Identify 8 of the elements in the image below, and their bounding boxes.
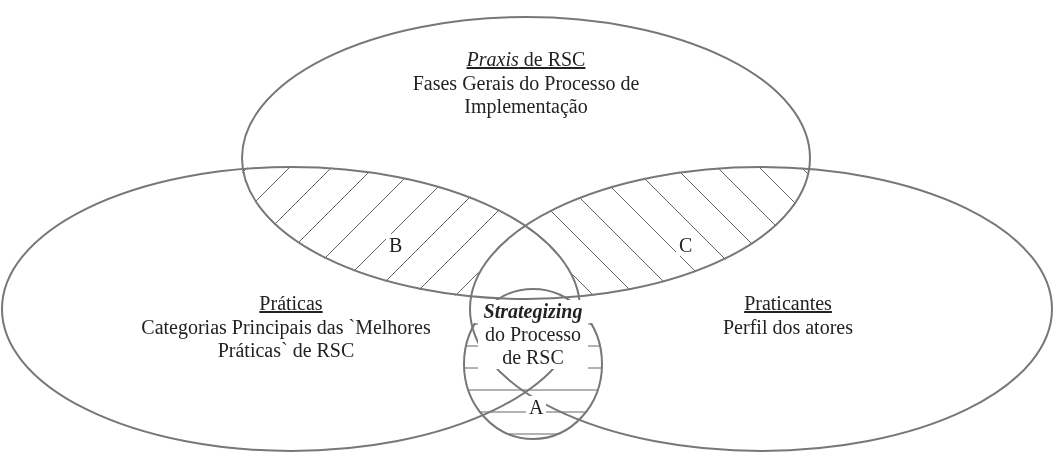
body-text: Categorias Principais das `Melhores Práticas` de RSC bbox=[140, 316, 432, 362]
heading-text: Praxis de RSC bbox=[465, 48, 587, 71]
heading-text: Strategizing bbox=[474, 300, 592, 323]
heading-text: Práticas bbox=[258, 292, 324, 315]
body-text: do Processo de RSC bbox=[478, 323, 588, 369]
heading-text: Praticantes bbox=[743, 292, 833, 315]
body-text: Fases Gerais do Processo de Implementação bbox=[411, 72, 641, 118]
body-text: Perfil dos atores bbox=[722, 316, 854, 339]
